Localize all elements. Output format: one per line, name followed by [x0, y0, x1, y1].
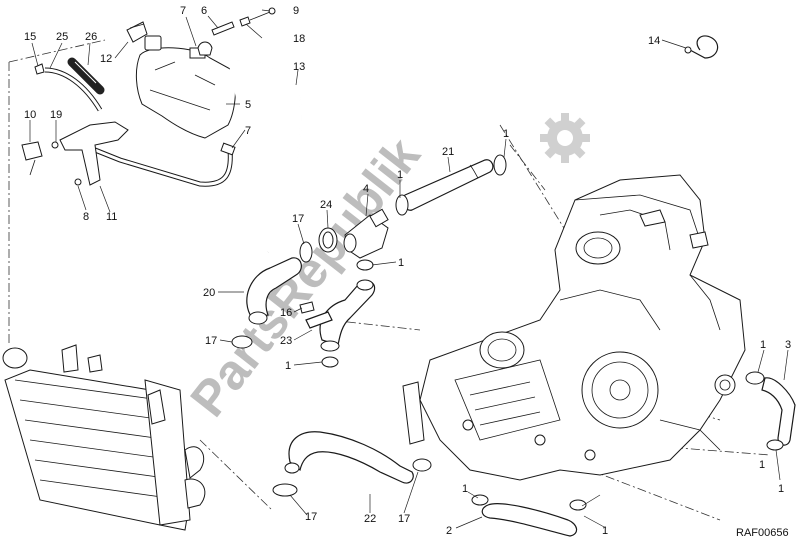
- callout-17: 17: [398, 513, 410, 525]
- callout-1: 1: [778, 483, 784, 495]
- watermark-text: PartsRepublik: [180, 127, 431, 427]
- screw-assembly: [197, 7, 276, 56]
- expansion-tank: [135, 35, 236, 139]
- hose-23: [305, 279, 376, 352]
- callout-15: 15: [24, 31, 36, 43]
- callout-26: 26: [85, 31, 97, 43]
- callout-10: 10: [24, 109, 36, 121]
- clamp-1d: [321, 356, 339, 368]
- callout-22: 22: [364, 513, 376, 525]
- callout-3: 3: [785, 339, 791, 351]
- clamp-17d: [412, 458, 432, 472]
- callout-9: 9: [293, 5, 299, 17]
- clamp-14: [684, 35, 719, 59]
- clip-15: [34, 63, 45, 75]
- callout-2: 2: [446, 525, 452, 537]
- hose-2: [471, 494, 587, 537]
- callout-12: 12: [100, 53, 112, 65]
- leader-lines: [29, 9, 789, 529]
- callout-20: 20: [203, 287, 215, 299]
- radiator: [2, 344, 206, 531]
- callout-1: 1: [397, 169, 403, 181]
- callout-1: 1: [759, 459, 765, 471]
- callout-17: 17: [292, 213, 304, 225]
- thermostat-housing: [343, 208, 389, 259]
- callout-1: 1: [398, 257, 404, 269]
- reference-code: RAF00656: [736, 527, 789, 539]
- clamp-17c: [272, 483, 298, 497]
- callout-1: 1: [462, 483, 468, 495]
- callout-5: 5: [245, 99, 251, 111]
- callout-1: 1: [285, 360, 291, 372]
- overflow-hose: [227, 58, 302, 253]
- callout-16: 16: [280, 307, 292, 319]
- callout-labels: 15 25 26 12 7 6 9 18 13 14 10 19 5 7 8 1…: [24, 5, 791, 537]
- callout-1: 1: [503, 128, 509, 140]
- o-ring-24: [318, 227, 338, 253]
- callout-14: 14: [648, 35, 660, 47]
- callout-21: 21: [442, 146, 454, 158]
- callout-1: 1: [602, 525, 608, 537]
- fitting-16: [299, 301, 315, 314]
- hose-20: [246, 257, 302, 325]
- hose-3: [745, 371, 796, 451]
- callout-6: 6: [201, 5, 207, 17]
- hose-22: [284, 431, 414, 484]
- tank-bracket: [21, 121, 129, 186]
- callout-11: 11: [106, 211, 117, 223]
- callout-25: 25: [56, 31, 68, 43]
- callout-7: 7: [245, 125, 251, 137]
- callout-17: 17: [205, 335, 217, 347]
- gear-icon: [540, 113, 590, 163]
- callout-13: 13: [293, 61, 305, 73]
- callout-8: 8: [83, 211, 89, 223]
- hose-25: [44, 67, 103, 112]
- callout-7: 7: [180, 5, 186, 17]
- callout-18: 18: [293, 33, 305, 45]
- breather-hose: [94, 142, 236, 187]
- callout-1: 1: [760, 339, 766, 351]
- sleeve-26: [67, 57, 105, 95]
- callout-23: 23: [280, 335, 292, 347]
- callout-4: 4: [363, 183, 369, 195]
- callout-17: 17: [305, 511, 317, 523]
- engine-block: [402, 174, 746, 481]
- tank-cap: [126, 21, 148, 43]
- callout-19: 19: [50, 109, 62, 121]
- clamps-top: [299, 154, 507, 271]
- watermark: PartsRepublik: [180, 127, 431, 427]
- clamp-17b: [231, 335, 253, 349]
- callout-24: 24: [320, 199, 332, 211]
